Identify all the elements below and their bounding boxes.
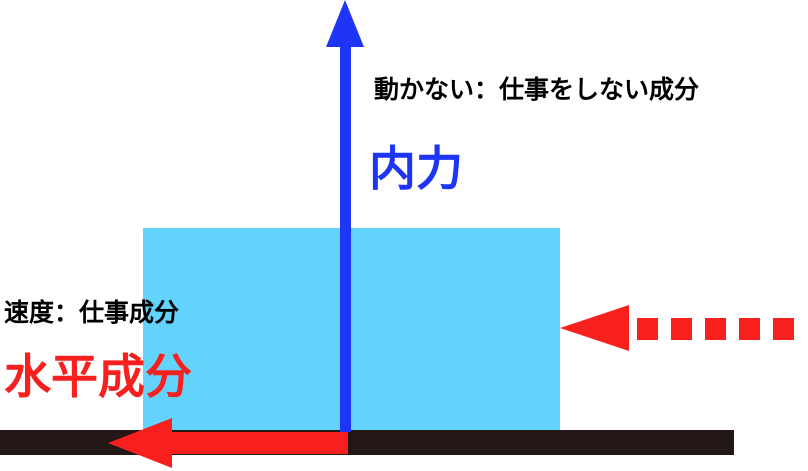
- internal-force-label: 内力: [369, 142, 463, 197]
- dashed-push-arrow: [560, 305, 794, 351]
- vertical-arrow-shaft: [340, 40, 351, 432]
- horizontal-component-label: 水平成分: [4, 350, 192, 405]
- horizontal-arrow-shaft: [150, 432, 348, 454]
- dashed-arrow-segment: [739, 318, 760, 340]
- dashed-arrow-head: [560, 305, 629, 351]
- dashed-arrow-segment: [671, 318, 692, 340]
- block: [143, 228, 560, 433]
- vertical-arrow-head: [326, 0, 364, 47]
- horizontal-arrow-head: [108, 418, 172, 468]
- horizontal-arrow: [108, 418, 348, 468]
- dashed-arrow-segment: [705, 318, 726, 340]
- vertical-arrow: [326, 0, 364, 432]
- dashed-arrow-segment: [773, 318, 794, 340]
- dashed-arrow-segment: [637, 318, 658, 340]
- work-component-note: 速度：仕事成分: [4, 298, 180, 327]
- no-work-note: 動かない：仕事をしない成分: [374, 75, 700, 104]
